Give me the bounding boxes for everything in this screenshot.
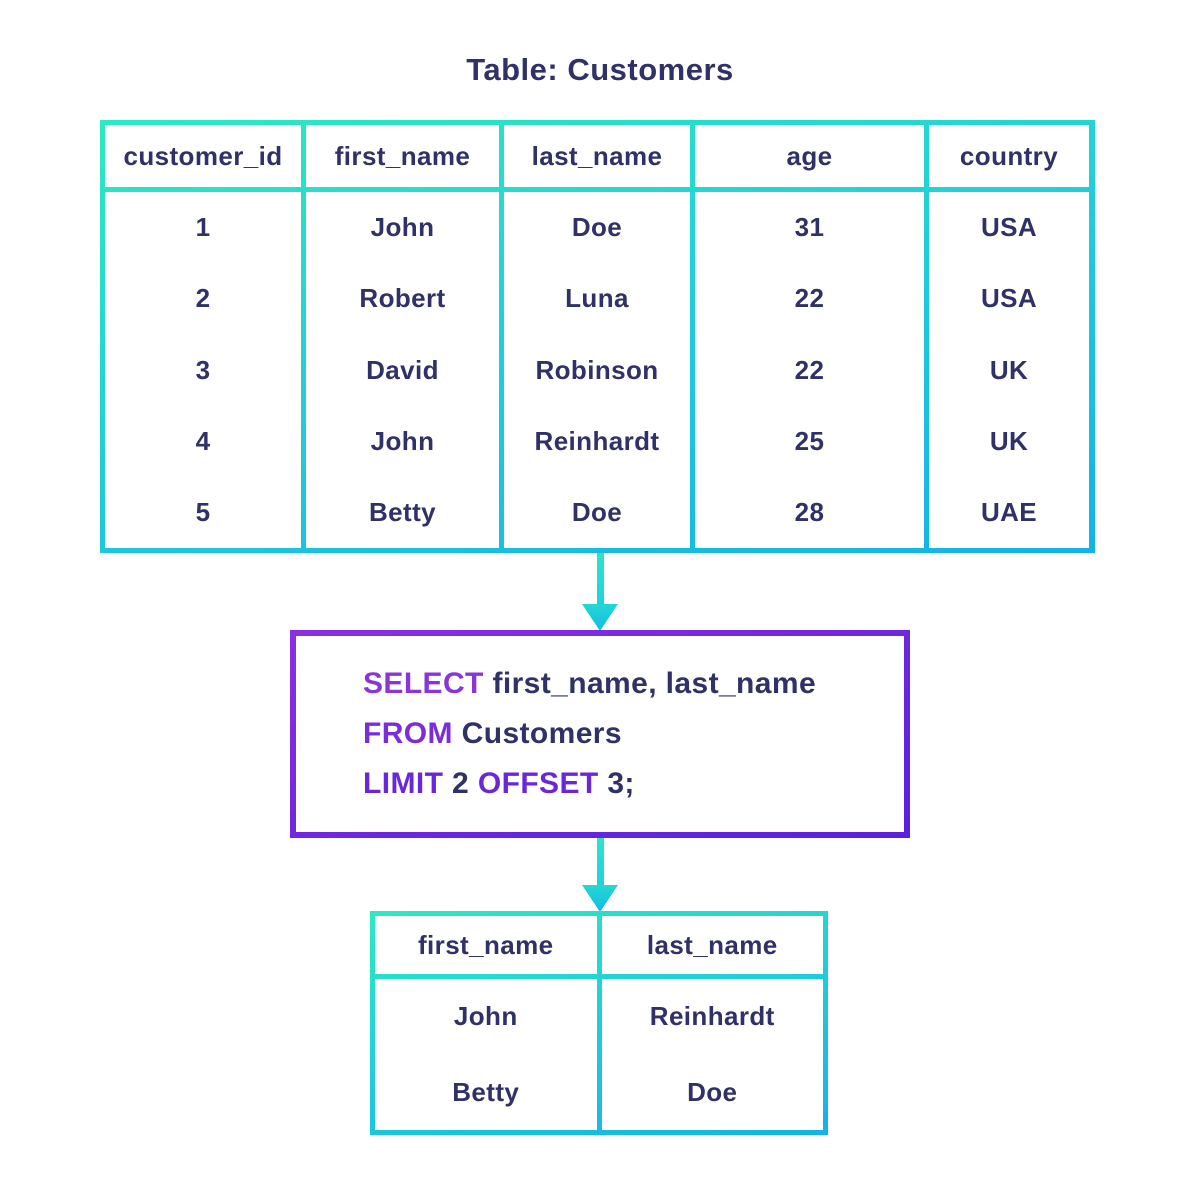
table-cell: USA: [980, 212, 1038, 243]
table-cell: 2: [195, 283, 211, 314]
table-cell: UAE: [980, 496, 1038, 527]
table-cell: Doe: [571, 212, 623, 243]
table-cell: Doe: [571, 496, 623, 527]
table-cell: Reinhardt: [534, 425, 660, 456]
column-customer-id: 1 2 3 4 5: [105, 192, 301, 548]
sql-keyword: OFFSET: [477, 767, 599, 800]
sql-line-from: FROM Customers: [363, 709, 904, 759]
table-cell: Luna: [565, 283, 629, 314]
result-column-first-name: John Betty: [375, 979, 597, 1130]
column-header-last-name: last_name: [504, 125, 690, 187]
table-cell: 28: [794, 496, 825, 527]
table-cell: John: [370, 212, 435, 243]
sql-line-limit-offset: LIMIT 2 OFFSET 3;: [363, 759, 904, 809]
sql-text: Customers: [452, 717, 622, 750]
sql-text: 3;: [598, 767, 635, 800]
sql-keyword: SELECT: [363, 667, 484, 700]
sql-keyword: FROM: [363, 717, 453, 750]
down-arrow-icon: [582, 838, 618, 912]
sql-text: first_name, last_name: [483, 667, 817, 700]
column-header-country: country: [929, 125, 1089, 187]
table-cell: Betty: [368, 496, 436, 527]
table-cell: 22: [794, 283, 825, 314]
table-cell: Robert: [359, 283, 446, 314]
sql-text: 2: [443, 767, 478, 800]
table-cell: 4: [195, 425, 211, 456]
table-cell: UK: [989, 354, 1029, 385]
table-cell: 25: [794, 425, 825, 456]
result-header-first-name: first_name: [375, 916, 597, 974]
sql-line-select: SELECT first_name, last_name: [363, 659, 904, 709]
table-cell: Reinhardt: [649, 1001, 775, 1032]
column-last-name: Doe Luna Robinson Reinhardt Doe: [504, 192, 690, 548]
table-cell: 31: [794, 212, 825, 243]
table-cell: Betty: [452, 1076, 520, 1107]
table-cell: 5: [195, 496, 211, 527]
down-arrow-icon: [582, 553, 618, 631]
table-cell: USA: [980, 283, 1038, 314]
table-cell: Doe: [687, 1076, 738, 1107]
column-country: USA USA UK UK UAE: [929, 192, 1089, 548]
customers-table: customer_id first_name last_name age cou…: [100, 120, 1095, 553]
table-cell: 1: [195, 212, 211, 243]
sql-query-box: SELECT first_name, last_name FROM Custom…: [290, 630, 910, 838]
column-first-name: John Robert David John Betty: [306, 192, 499, 548]
arrow-head: [582, 885, 618, 912]
arrow-shaft: [596, 553, 604, 604]
result-column-last-name: Reinhardt Doe: [601, 979, 823, 1130]
arrow-shaft: [596, 838, 604, 885]
table-cell: David: [366, 354, 439, 385]
table-cell: 22: [794, 354, 825, 385]
result-header-last-name: last_name: [601, 916, 823, 974]
result-table: first_name last_name John Betty Reinhard…: [370, 911, 828, 1135]
table-cell: 3: [195, 354, 211, 385]
column-header-customer-id: customer_id: [105, 125, 301, 187]
sql-query-text: SELECT first_name, last_name FROM Custom…: [296, 636, 904, 832]
table-cell: John: [370, 425, 435, 456]
column-header-age: age: [695, 125, 924, 187]
arrow-head: [582, 604, 618, 631]
table-cell: John: [453, 1001, 518, 1032]
column-age: 31 22 22 25 28: [695, 192, 924, 548]
column-header-first-name: first_name: [306, 125, 499, 187]
table-cell: UK: [989, 425, 1029, 456]
sql-keyword: LIMIT: [363, 767, 444, 800]
table-cell: Robinson: [535, 354, 659, 385]
diagram-title: Table: Customers: [466, 52, 734, 87]
